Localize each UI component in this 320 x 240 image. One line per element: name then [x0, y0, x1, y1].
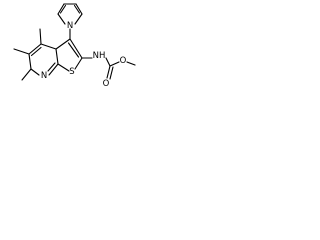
bond [40, 43, 57, 50]
bond [59, 4, 67, 14]
bond [57, 3, 65, 15]
methyl-bond [13, 48, 30, 55]
bond [57, 63, 70, 72]
bond [28, 43, 42, 55]
bond [74, 57, 83, 70]
bond [109, 66, 114, 80]
methyl-bond [21, 68, 32, 81]
bond [57, 13, 66, 25]
atom-label-nh: NH [93, 51, 106, 61]
bond [73, 4, 81, 14]
atom-label-n-pyrrole: N [67, 21, 73, 31]
bond [74, 13, 83, 25]
bond [30, 68, 40, 76]
bond [28, 53, 32, 70]
atom-label-s-thiophene: S [69, 67, 74, 77]
bond [75, 3, 83, 15]
atom-label-o-ester: O [120, 56, 127, 66]
bond [109, 61, 120, 67]
bond [67, 42, 80, 58]
bond [126, 61, 136, 66]
methyl-bond [39, 28, 42, 45]
bond [69, 38, 83, 59]
pyridine-ring [28, 43, 59, 76]
pyrrole-ring [57, 3, 83, 25]
bond [30, 46, 42, 57]
atom-label-o-carbonyl: O [103, 79, 110, 89]
atom-label-n-pyridine: N [41, 71, 47, 81]
bond [55, 48, 59, 65]
thiophene-ring [55, 38, 83, 72]
bond [55, 38, 71, 50]
molecule-structure: N N S NH O O [13, 3, 136, 89]
bond [106, 65, 111, 79]
bond [105, 57, 111, 67]
bond [47, 62, 56, 72]
bond [48, 63, 59, 76]
